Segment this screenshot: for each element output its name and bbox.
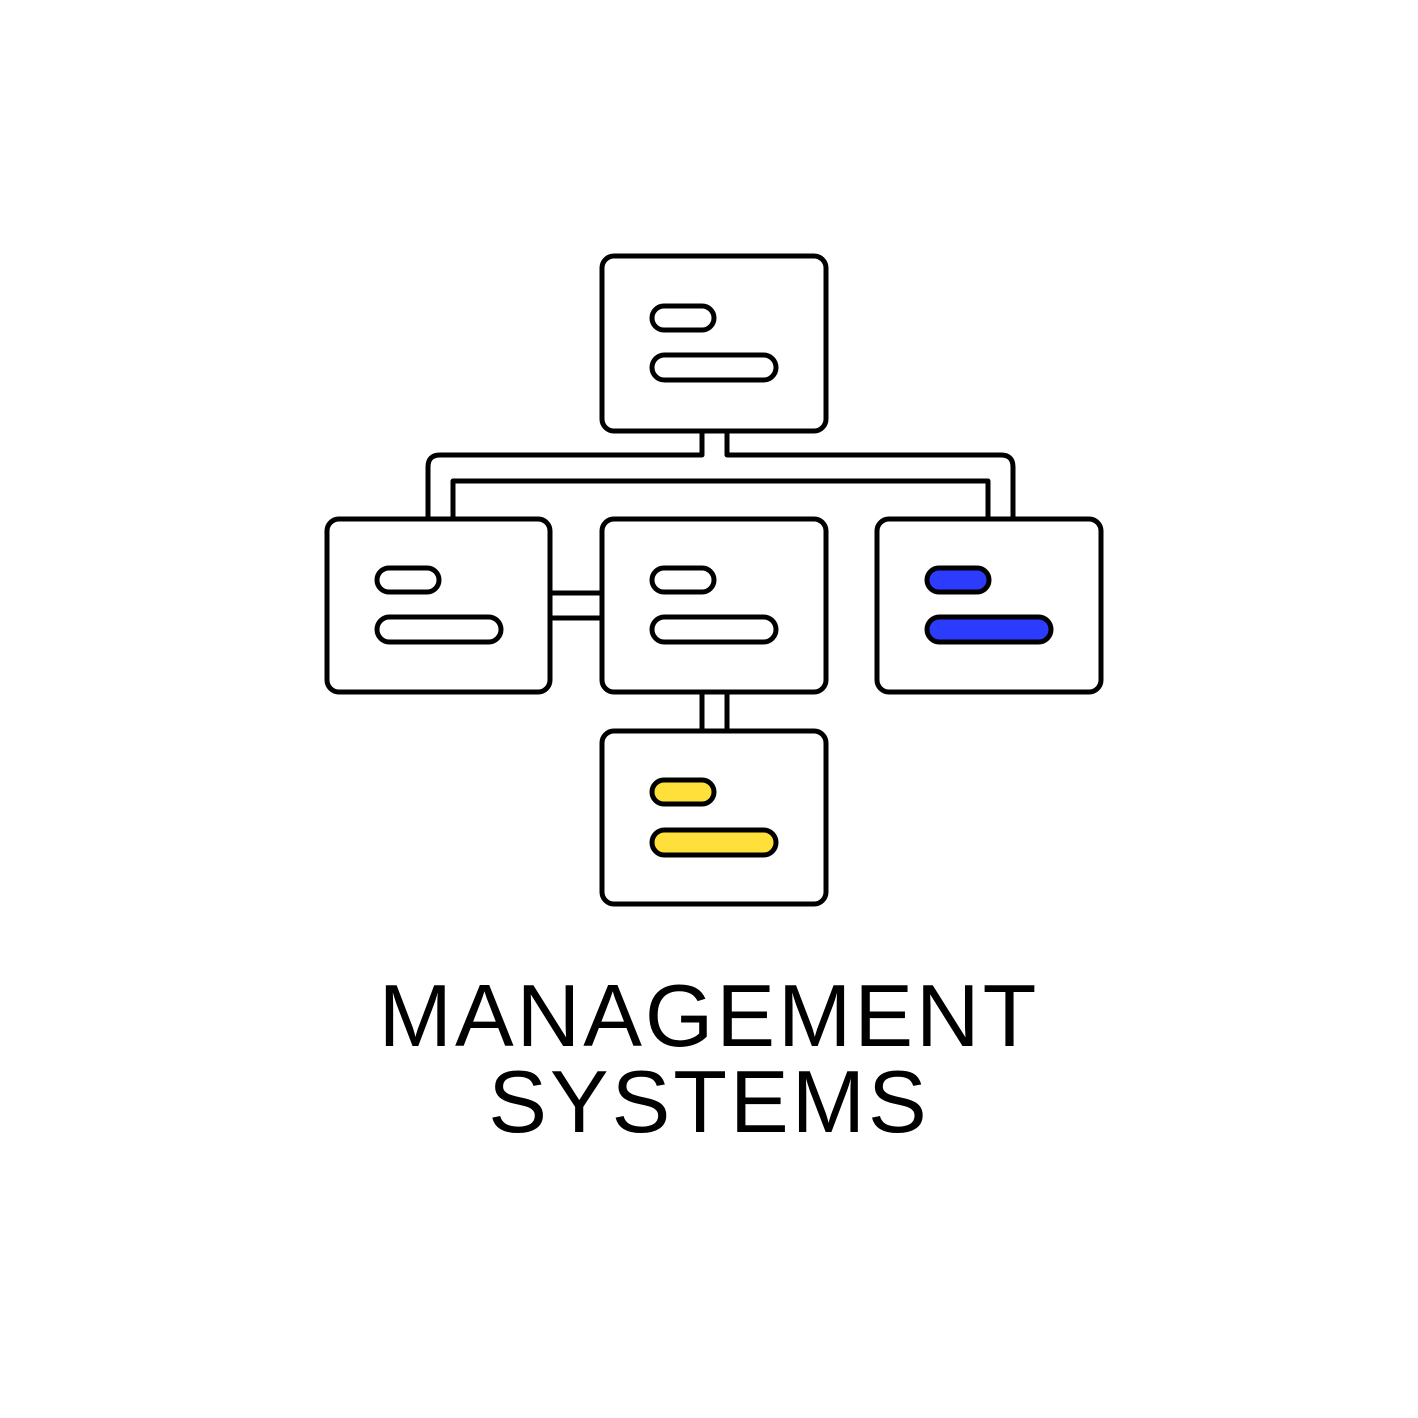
node-bottom [599, 728, 829, 907]
node-root-bar-long [649, 352, 779, 383]
node-left [324, 516, 553, 695]
connector-inner [450, 478, 991, 522]
node-left-bar-short [374, 565, 442, 595]
node-center-bar-short [649, 565, 717, 595]
node-bottom-bar-long [649, 827, 779, 858]
node-right-bar-short [924, 565, 992, 595]
node-bottom-bar-short [649, 777, 717, 807]
node-center [599, 516, 829, 695]
caption-line-1: MANAGEMENT [378, 966, 1040, 1065]
connector-outer-right [724, 428, 1016, 522]
connector-outer [425, 428, 705, 522]
node-left-bar-long [374, 614, 504, 645]
node-root-bar-short [649, 303, 717, 333]
caption-line-2: SYSTEMS [488, 1052, 930, 1151]
node-right-bar-long [924, 614, 1054, 645]
node-root [599, 253, 829, 434]
node-right [874, 516, 1104, 695]
node-center-bar-long [649, 614, 779, 645]
